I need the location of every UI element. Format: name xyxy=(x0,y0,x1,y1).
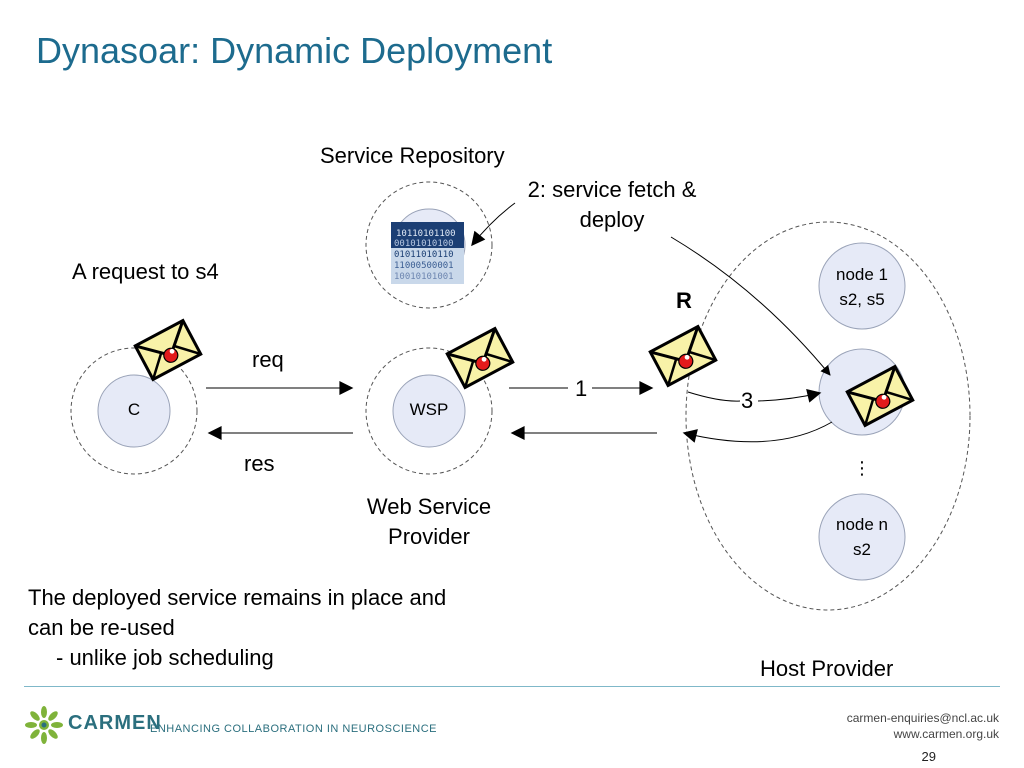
fetch-deploy-label: 2: service fetch & deploy xyxy=(500,175,724,235)
wsp-label: WSP xyxy=(409,400,449,419)
host-node-1 xyxy=(818,242,906,330)
notes-line1: The deployed service remains in place an… xyxy=(28,585,447,610)
wsp-caption-line1: Web Service xyxy=(366,494,492,519)
svg-text:00101010100: 00101010100 xyxy=(394,239,454,249)
svg-text:10010101001: 10010101001 xyxy=(394,272,454,282)
node1-label-line2: s2, s5 xyxy=(839,290,885,309)
router-label: R xyxy=(676,288,692,313)
page-number: 29 xyxy=(921,749,936,764)
footer-contact: carmen-enquiries@ncl.ac.uk www.carmen.or… xyxy=(847,710,999,742)
fetch-callout-pointer xyxy=(471,202,516,247)
client-node xyxy=(97,374,171,448)
notes-line2: can be re-used xyxy=(28,615,175,640)
request-envelope-router-icon xyxy=(648,325,718,387)
request-envelope-client-icon xyxy=(133,319,203,381)
service-repository-label: Service Repository xyxy=(320,143,505,168)
client-boundary xyxy=(70,347,198,475)
host-node-n xyxy=(818,493,906,581)
node1-label-line1: node 1 xyxy=(836,265,888,284)
footer-email[interactable]: carmen-enquiries@ncl.ac.uk xyxy=(846,711,999,725)
wsp-boundary xyxy=(365,347,493,475)
notes-line3: - unlike job scheduling xyxy=(56,645,274,670)
noden-label-line1: node n xyxy=(836,515,888,534)
fetch-deploy-label-line2: deploy xyxy=(579,207,645,232)
slide-title: Dynasoar: Dynamic Deployment xyxy=(36,30,553,71)
repository-boundary xyxy=(365,181,493,309)
footer-tagline: ENHANCING COLLABORATION IN NEUROSCIENCE xyxy=(150,723,438,735)
step3-label: 3 xyxy=(741,388,754,413)
req-label: req xyxy=(252,347,284,372)
footer-website[interactable]: www.carmen.org.uk xyxy=(893,727,999,741)
wsp-caption-line2: Provider xyxy=(388,524,470,549)
noden-label: node n s2 xyxy=(819,512,905,562)
res-label: res xyxy=(244,451,275,476)
footer-divider xyxy=(24,686,1000,687)
step3-arrow xyxy=(687,391,741,402)
fetch-deploy-arrow xyxy=(670,236,831,376)
footer-brand: CARMEN xyxy=(68,712,162,734)
client-label: C xyxy=(127,400,141,419)
svg-text:01011010110: 01011010110 xyxy=(394,250,454,260)
step1-label: 1 xyxy=(575,376,588,401)
notes: The deployed service remains in place an… xyxy=(28,583,446,673)
database-icon: 10110101100 00101010100 01011010110 1100… xyxy=(391,222,464,284)
noden-label-line2: s2 xyxy=(853,540,871,559)
wsp-caption: Web Service Provider xyxy=(330,492,528,552)
svg-text:11000500001: 11000500001 xyxy=(394,261,454,271)
request-envelope-wsp-icon xyxy=(445,327,515,389)
step3-return-arrow xyxy=(682,421,833,443)
wsp-node xyxy=(392,374,466,448)
fetch-deploy-label-line1: 2: service fetch & xyxy=(527,177,697,202)
carmen-logo-icon xyxy=(25,706,63,744)
request-label: A request to s4 xyxy=(72,259,219,284)
step3-arrow-b xyxy=(757,389,822,403)
nodes-ellipsis: ⋮ xyxy=(853,458,871,478)
host-provider-label: Host Provider xyxy=(760,656,894,681)
host-provider-boundary xyxy=(685,221,971,611)
svg-text:10110101100: 10110101100 xyxy=(396,229,456,239)
node1-label: node 1 s2, s5 xyxy=(819,262,905,312)
